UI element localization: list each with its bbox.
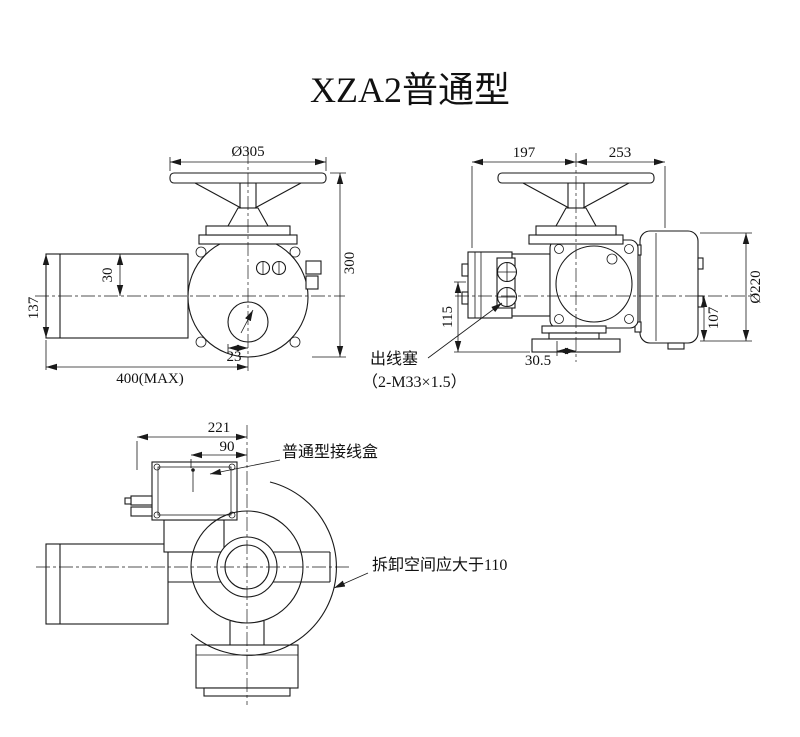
- indicator-arrow: [240, 309, 254, 334]
- cable-plug-label: 出线塞: [370, 350, 418, 368]
- corner-bolt: [195, 336, 207, 348]
- handwheel-spokes: [522, 182, 630, 209]
- dim-text-137: 137: [26, 296, 42, 319]
- entry-cap: [124, 497, 132, 505]
- flange-circle: [555, 245, 633, 323]
- dim-text-115: 115: [440, 306, 456, 328]
- bolt-slots: [262, 262, 280, 274]
- plate-bolt: [624, 244, 634, 254]
- dim-text-90: 90: [220, 439, 235, 455]
- column-sides: [229, 621, 265, 645]
- cable-entry: [130, 495, 153, 506]
- junction-box-ribs: [474, 252, 482, 318]
- lid-screw: [228, 511, 236, 519]
- cable-plug-spec: （2-M33×1.5）: [362, 373, 467, 391]
- box-lug: [461, 263, 469, 277]
- extension-lines: [136, 441, 192, 470]
- gland-cross-marks: [497, 262, 517, 307]
- stem-flange: [227, 207, 269, 227]
- drawing-title: XZA2普通型: [310, 70, 510, 110]
- housing-tab: [697, 257, 704, 270]
- plate-bolt: [624, 314, 634, 324]
- housing-foot: [667, 342, 685, 350]
- side-attachment: [305, 260, 322, 275]
- box-neck: [163, 519, 225, 553]
- base-step1: [541, 325, 607, 334]
- bottom-view: 221 90 普通型接线盒 拆卸空间应大于110: [36, 420, 507, 705]
- side-attachment: [305, 275, 319, 290]
- cable-entry: [130, 506, 153, 517]
- clearance-leader: [333, 572, 369, 589]
- side-view: 197 253 115 Ø220 107 30.5 出线塞 （2-M33×1.5…: [362, 145, 764, 391]
- dim-text-400: 400(MAX): [116, 371, 184, 387]
- dim-text-253: 253: [609, 145, 632, 161]
- body-link: [511, 253, 551, 317]
- corner-bolt: [195, 246, 207, 258]
- motor-outline: [45, 543, 169, 625]
- plate-bolt: [554, 314, 564, 324]
- center-lines: [35, 150, 345, 374]
- face-plate: [549, 239, 639, 329]
- vent-plug: [606, 253, 618, 265]
- corner-bolt: [289, 246, 301, 258]
- electric-housing: [639, 230, 699, 344]
- dim-text-305: Ø305: [231, 144, 264, 160]
- lid-screw: [153, 511, 161, 519]
- junction-box-label: 普通型接线盒: [282, 443, 378, 461]
- handwheel-spokes: [194, 182, 302, 209]
- center-lines: [36, 425, 350, 705]
- housing-tab: [697, 295, 704, 308]
- dim-text-23: 23: [227, 349, 242, 365]
- dim-text-197: 197: [513, 145, 536, 161]
- dim-text-30-5: 30.5: [525, 353, 551, 369]
- junction-box-lid: [157, 466, 232, 516]
- dim-text-220: Ø220: [748, 270, 764, 303]
- terminal-dot: [191, 468, 195, 472]
- junction-box-leader: [209, 459, 281, 475]
- cable-plug-leader: [427, 302, 503, 359]
- lid-screw: [153, 463, 161, 471]
- front-view: Ø305 30 137 300 23 400(MAX): [26, 144, 358, 387]
- dim-text-221: 221: [208, 420, 231, 436]
- box-lug: [461, 291, 469, 305]
- clearance-note: 拆卸空间应大于110: [372, 555, 507, 574]
- base-step2: [548, 332, 600, 340]
- dim-text-300: 300: [342, 252, 358, 275]
- corner-bolt: [289, 336, 301, 348]
- dim-text-30: 30: [100, 268, 116, 283]
- dim-text-107: 107: [706, 306, 722, 329]
- clearance-arc: [190, 481, 337, 656]
